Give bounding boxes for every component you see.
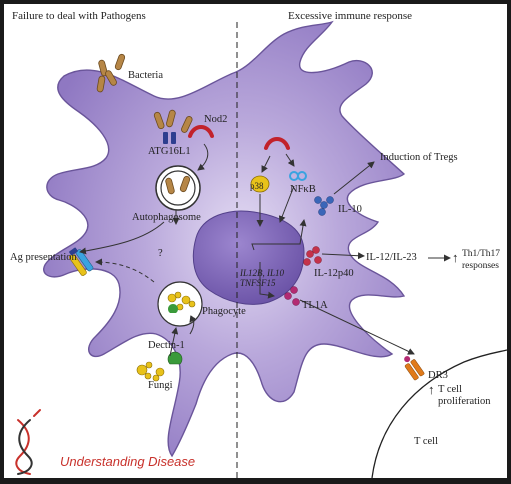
dr3-receptor xyxy=(404,356,425,381)
arrows xyxy=(79,143,451,357)
tcell-prolif-label-line2: proliferation xyxy=(438,396,491,407)
phagocyte xyxy=(157,281,203,327)
nod2-label: Nod2 xyxy=(204,114,228,125)
autophagosome xyxy=(155,165,201,211)
il10-granules xyxy=(314,196,334,216)
genes-label-line2: TNFSF15 xyxy=(240,278,276,288)
il12-il23-label: IL-12/IL-23 xyxy=(366,252,417,263)
tl1a-granules xyxy=(284,286,300,306)
bacteria-group xyxy=(96,53,126,93)
mhc-receptor xyxy=(69,247,94,276)
genes-label-line1: IL12B, IL10 xyxy=(240,268,285,278)
nucleus xyxy=(192,210,305,305)
atg16l1-label: ATG16L1 xyxy=(148,146,191,157)
fungi-cells xyxy=(136,361,165,382)
atg16l1-receptor xyxy=(163,132,176,144)
dna-logo-icon xyxy=(15,409,41,475)
ag-presentation-label: Ag presentation xyxy=(10,252,77,263)
diagram-panel: Failure to deal with Pathogens Excessive… xyxy=(4,4,507,478)
il12p40-granules xyxy=(303,246,322,266)
left-title: Failure to deal with Pathogens xyxy=(12,10,146,22)
th1-th17-label-line2: responses xyxy=(462,261,499,271)
right-title: Excessive immune response xyxy=(288,10,413,22)
tcell-membrane xyxy=(371,349,507,478)
p38-protein xyxy=(250,175,270,193)
il10-label: IL-10 xyxy=(338,204,362,215)
question-mark-label: ? xyxy=(158,248,163,259)
diagram-canvas xyxy=(15,20,507,478)
dectin1-label: Dectin-1 xyxy=(148,340,185,351)
bacteria-label: Bacteria xyxy=(128,70,163,81)
phagocyte-label: Phagocyte xyxy=(202,306,246,317)
tcell-prolif-label-line1: T cell xyxy=(438,384,463,395)
bacteria-entering xyxy=(153,109,193,133)
tl1a-label: TL1A xyxy=(302,300,328,311)
autophagosome-label: Autophagosome xyxy=(132,212,201,223)
brand-text: Understanding Disease xyxy=(60,454,196,469)
p38-label: p38 xyxy=(250,181,264,191)
nod2-left xyxy=(188,125,214,138)
dectin1-receptor xyxy=(167,351,183,365)
nfkb-protein xyxy=(289,171,307,181)
th1-th17-label-line1: Th1/Th17 xyxy=(462,249,500,259)
nfkb-label: NFκB xyxy=(290,184,316,195)
up-arrow-th: ↑ xyxy=(452,250,459,265)
dr3-label: DR3 xyxy=(428,370,448,381)
il12p40-label: IL-12p40 xyxy=(314,268,354,279)
tcell-label: T cell xyxy=(414,436,439,447)
nod2-right xyxy=(264,137,290,150)
fungi-label: Fungi xyxy=(148,380,173,391)
up-arrow-tcell: ↑ xyxy=(428,382,435,397)
induction-tregs-label: Induction of Tregs xyxy=(380,152,458,163)
